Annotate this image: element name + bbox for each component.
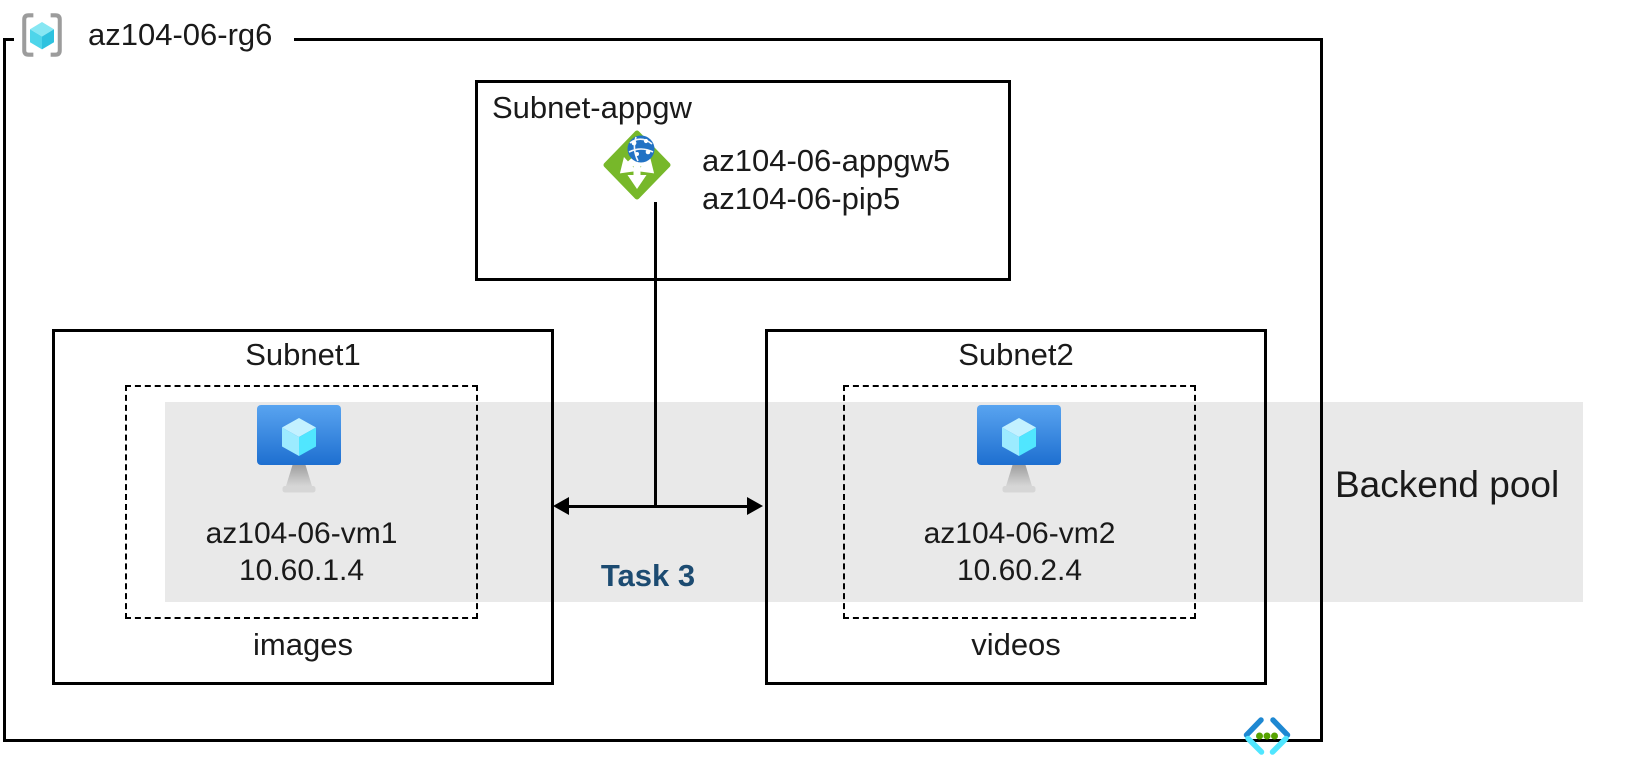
virtual-machine-icon: [975, 403, 1063, 497]
vm1-ip: 10.60.1.4: [238, 554, 365, 587]
resource-group-name: az104-06-rg6: [88, 17, 273, 52]
application-gateway-icon: [601, 128, 673, 202]
subnet2-caption: videos: [971, 627, 1061, 662]
backend-pool-label: Backend pool: [1335, 464, 1560, 505]
subnet1-caption: images: [253, 627, 353, 662]
appgw-name: az104-06-appgw5: [702, 143, 951, 178]
resource-group-legend: az104-06-rg6: [14, 6, 295, 64]
subnet2-vm-group-box: [843, 385, 1196, 619]
subnet-arrow-line: [565, 505, 755, 508]
task-label: Task 3: [600, 558, 696, 593]
appgw-pip-name: az104-06-pip5: [702, 181, 901, 216]
subnet2-title: Subnet2: [958, 337, 1074, 372]
subnet1-title: Subnet1: [245, 337, 361, 372]
vm2-ip: 10.60.2.4: [956, 554, 1083, 587]
virtual-network-icon: [1240, 715, 1294, 757]
subnet2-vm-labels: az104-06-vm2 10.60.2.4: [843, 515, 1196, 589]
subnet-appgw-box: [475, 80, 1011, 281]
arrowhead-left-icon: [553, 497, 569, 515]
subnet-appgw-title: Subnet-appgw: [492, 90, 692, 125]
vm1-name: az104-06-vm1: [205, 517, 398, 550]
appgw-labels: az104-06-appgw5 az104-06-pip5: [702, 142, 950, 218]
arrowhead-right-icon: [747, 497, 763, 515]
subnet1-box: [52, 329, 554, 685]
subnet2-box: [765, 329, 1267, 685]
backend-pool-band: [165, 402, 1583, 602]
resource-group-icon: [18, 10, 66, 60]
subnet1-vm-group-box: [125, 385, 478, 619]
vm2-name: az104-06-vm2: [923, 517, 1116, 550]
subnet1-vm-labels: az104-06-vm1 10.60.1.4: [125, 515, 478, 589]
resource-group-box: [3, 38, 1323, 742]
virtual-machine-icon: [255, 403, 343, 497]
appgw-connector-line: [654, 202, 657, 507]
